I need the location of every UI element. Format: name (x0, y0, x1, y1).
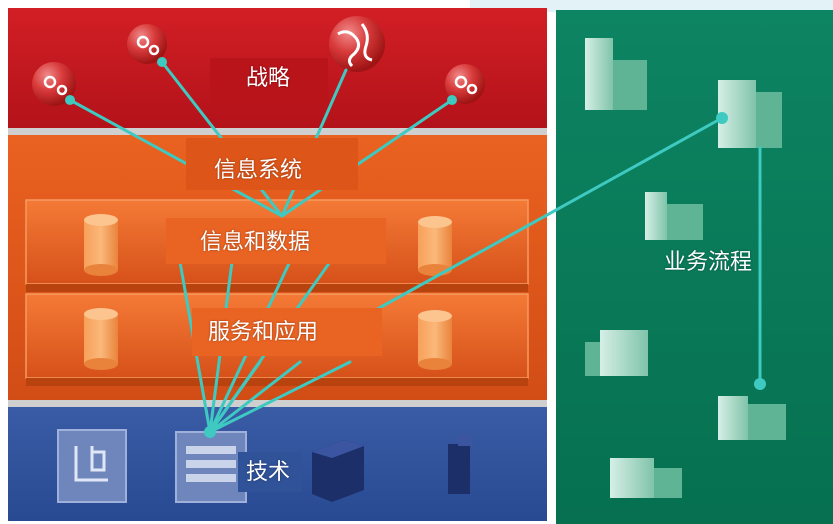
gears-icon (32, 62, 76, 106)
building-icon (718, 80, 782, 148)
database-icon (84, 214, 118, 276)
building-icon (585, 38, 647, 110)
database-icon (84, 308, 118, 370)
building-icon (585, 330, 648, 376)
gears-icon (127, 24, 167, 64)
connector-nodes (65, 57, 766, 438)
information-data-label: 信息和数据 (200, 230, 311, 255)
database-icon (418, 310, 452, 370)
gears-icon (445, 64, 485, 104)
globe-icon (329, 16, 385, 72)
building-icon (645, 192, 703, 240)
building-icon (610, 458, 682, 498)
server-icon (448, 434, 472, 494)
network-icon (175, 431, 247, 503)
storage-icon (312, 440, 364, 502)
building-icon (718, 396, 786, 440)
technology-label: 技术 (246, 460, 291, 485)
strategy-label: 战略 (246, 66, 291, 91)
services-applications-label: 服务和应用 (208, 320, 319, 345)
database-icon (418, 216, 452, 276)
information-systems-label: 信息系统 (214, 158, 303, 183)
business-process-label: 业务流程 (664, 250, 753, 275)
server-icon (57, 429, 127, 503)
